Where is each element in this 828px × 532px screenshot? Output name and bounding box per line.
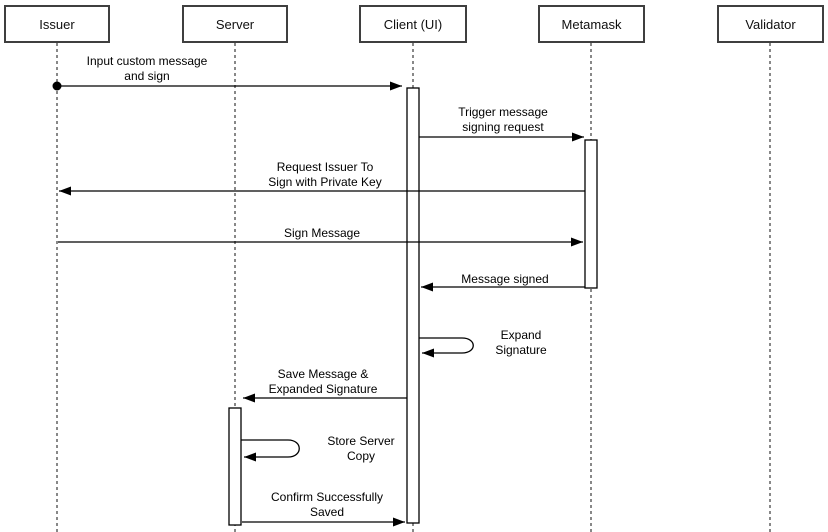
actor-label: Metamask	[561, 16, 622, 32]
activation-bar-client	[406, 87, 420, 524]
message-label-confirm-successfully-saved: Confirm Successfully Saved	[270, 490, 384, 519]
message-label-expand-signature: Expand Signature	[495, 328, 547, 357]
actor-server: Server	[182, 5, 288, 43]
message-label-message-signed: Message signed	[461, 272, 549, 286]
message-label-sign-message: Sign Message	[283, 226, 361, 240]
message-label-save-message-expanded-signature: Save Message & Expanded Signature	[268, 367, 378, 396]
actor-issuer: Issuer	[4, 5, 110, 43]
message-label-request-issuer-to-sign: Request Issuer To Sign with Private Key	[268, 160, 382, 189]
message-label-input-custom-message-and-sign: Input custom message and sign	[86, 54, 208, 83]
actor-label: Validator	[745, 16, 796, 32]
activation-bar-server	[228, 407, 242, 526]
actor-label: Server	[215, 16, 255, 32]
actor-validator: Validator	[717, 5, 824, 43]
message-label-store-server-copy: Store Server Copy	[327, 434, 395, 463]
actor-label: Issuer	[39, 16, 75, 32]
message-start-dot	[52, 81, 62, 91]
actor-client-ui: Client (UI)	[359, 5, 467, 43]
activation-bar-metamask	[584, 139, 598, 289]
self-loop-store-server-copy	[241, 439, 300, 462]
message-label-trigger-message-signing-request: Trigger message signing request	[458, 105, 548, 134]
self-loop-expand-signature	[419, 337, 474, 358]
actor-metamask: Metamask	[538, 5, 645, 43]
actor-label: Client (UI)	[383, 16, 443, 32]
